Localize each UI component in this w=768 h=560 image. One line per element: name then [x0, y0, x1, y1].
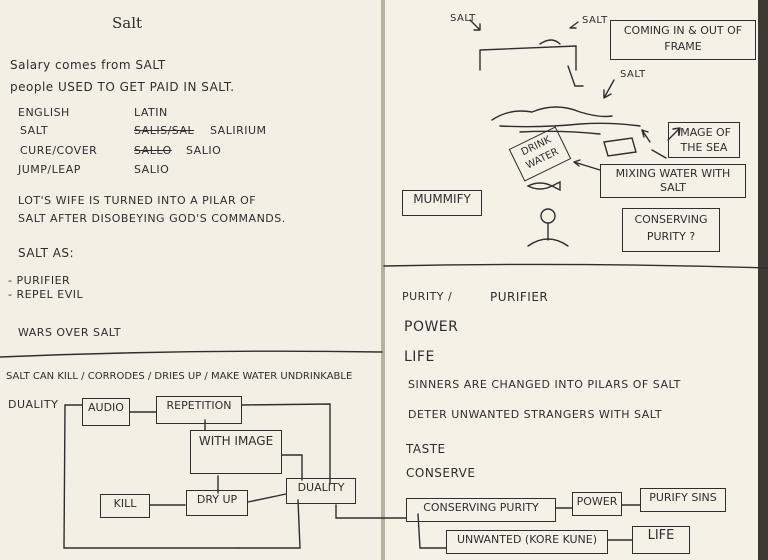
power-list-item: POWER [404, 319, 459, 335]
life-box: LIFE [632, 526, 690, 554]
repel-item: - REPEL EVIL [8, 288, 84, 301]
latin-header: LATIN [134, 106, 168, 119]
cure-latin: SALIO [186, 144, 222, 157]
purifier-list-item: PURIFIER [490, 290, 549, 304]
dry-up-box: DRY UP [186, 490, 248, 516]
kill-line: SALT CAN KILL / CORRODES / DRIES UP / MA… [6, 371, 353, 382]
mummify-box: MUMMIFY [402, 190, 482, 216]
taste-list-item: TASTE [406, 442, 446, 456]
mixing-water-box: MIXING WATER WITH SALT [600, 164, 746, 198]
purify-sins-box: PURIFY SINS [640, 488, 726, 512]
salary-note: Salary comes from SALT [10, 58, 166, 72]
lot-line-2: SALT AFTER DISOBEYING GOD'S COMMANDS. [18, 212, 286, 225]
sinners-list-item: SINNERS ARE CHANGED INTO PILARS OF SALT [408, 378, 681, 391]
life-list-item: LIFE [404, 349, 435, 365]
jump-latin: SALIO [134, 163, 170, 176]
salt-english: SALT [20, 124, 49, 137]
kill-box: KILL [100, 494, 150, 518]
cure-english: CURE/COVER [20, 144, 98, 157]
lot-line-1: LOT'S WIFE IS TURNED INTO A PILAR OF [18, 194, 257, 207]
jump-english: JUMP/LEAP [18, 163, 81, 176]
paid-note: people USED TO GET PAID IN SALT. [10, 80, 235, 94]
page-title: Salt [112, 14, 143, 32]
image-of-sea-box: IMAGE OF THE SEA [668, 122, 740, 158]
salt-label-1: SALT [450, 13, 476, 24]
deter-list-item: DETER UNWANTED STRANGERS WITH SALT [408, 408, 663, 421]
wars-note: WARS OVER SALT [18, 326, 122, 339]
conserving-purity-question-box: CONSERVING PURITY ? [622, 208, 720, 252]
audio-box: AUDIO [82, 398, 130, 426]
with-image-box: WITH IMAGE [190, 430, 282, 474]
coming-in-out-box: COMING IN & OUT OF FRAME [610, 20, 756, 60]
conserving-purity-box: CONSERVING PURITY [406, 498, 556, 522]
power-box: POWER [572, 492, 622, 516]
salt-label-2: SALT [582, 15, 608, 26]
salt-label-3: SALT [620, 69, 646, 80]
duality-box: DUALITY [286, 478, 356, 504]
purifier-item: - PURIFIER [8, 274, 71, 287]
salt-latin-struck: SALIS/SAL [134, 124, 195, 137]
purity-struck-item: PURITY / [402, 290, 453, 303]
duality-label: DUALITY [8, 398, 59, 411]
repetition-box: REPETITION [156, 396, 242, 424]
english-header: ENGLISH [18, 106, 70, 119]
book-spine [381, 0, 385, 560]
cure-latin-struck: SALLO [134, 144, 172, 157]
right-page [384, 0, 768, 560]
book-edge [758, 0, 768, 560]
unwanted-box: UNWANTED (KORE KUNE) [446, 530, 608, 554]
salt-latin: SALIRIUM [210, 124, 267, 137]
conserve-list-item: CONSERVE [406, 466, 476, 480]
salt-as-heading: SALT AS: [18, 246, 75, 260]
